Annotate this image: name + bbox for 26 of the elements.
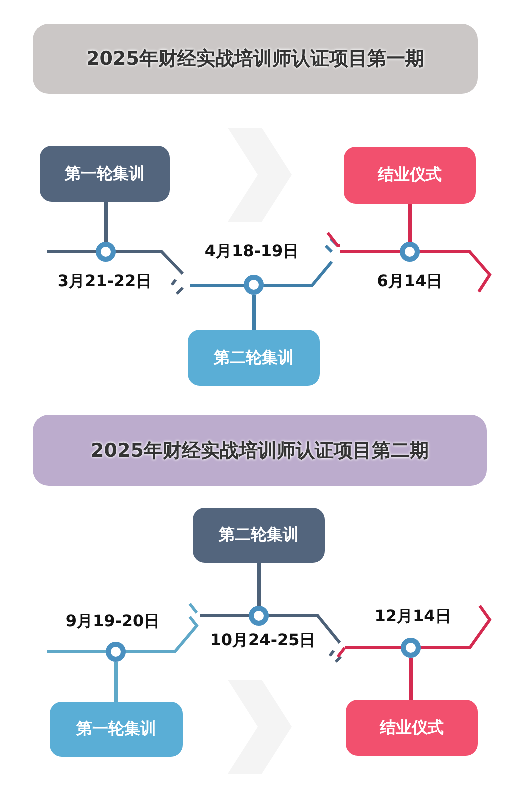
timeline-dot <box>244 275 264 295</box>
event-box: 第二轮集训 <box>188 330 320 386</box>
title-banner: 2025年财经实战培训师认证项目第一期 <box>33 24 478 94</box>
connector-line <box>409 658 413 700</box>
timeline-dot <box>96 242 116 262</box>
timeline-dot <box>401 638 421 658</box>
date-label: 4月18-19日 <box>204 242 300 262</box>
timeline-dot <box>106 642 126 662</box>
date-label: 12月14日 <box>374 606 452 628</box>
date-label: 6月14日 <box>377 272 443 292</box>
event-box: 第一轮集训 <box>40 146 170 202</box>
date-label: 9月19-20日 <box>66 612 160 632</box>
connector-line <box>104 202 108 242</box>
timeline-dot <box>400 242 420 262</box>
connector-line <box>114 662 118 702</box>
event-box: 结业仪式 <box>344 147 476 204</box>
date-label: 3月21-22日 <box>58 272 152 292</box>
connector-line <box>252 295 256 330</box>
date-label: 10月24-25日 <box>210 630 316 652</box>
title-banner: 2025年财经实战培训师认证项目第二期 <box>33 415 487 486</box>
connector-line <box>408 204 412 242</box>
event-box: 第一轮集训 <box>50 702 183 757</box>
connector-line <box>257 563 261 606</box>
event-box: 结业仪式 <box>346 700 478 756</box>
event-box: 第二轮集训 <box>193 508 325 563</box>
timeline-dot <box>249 606 269 626</box>
